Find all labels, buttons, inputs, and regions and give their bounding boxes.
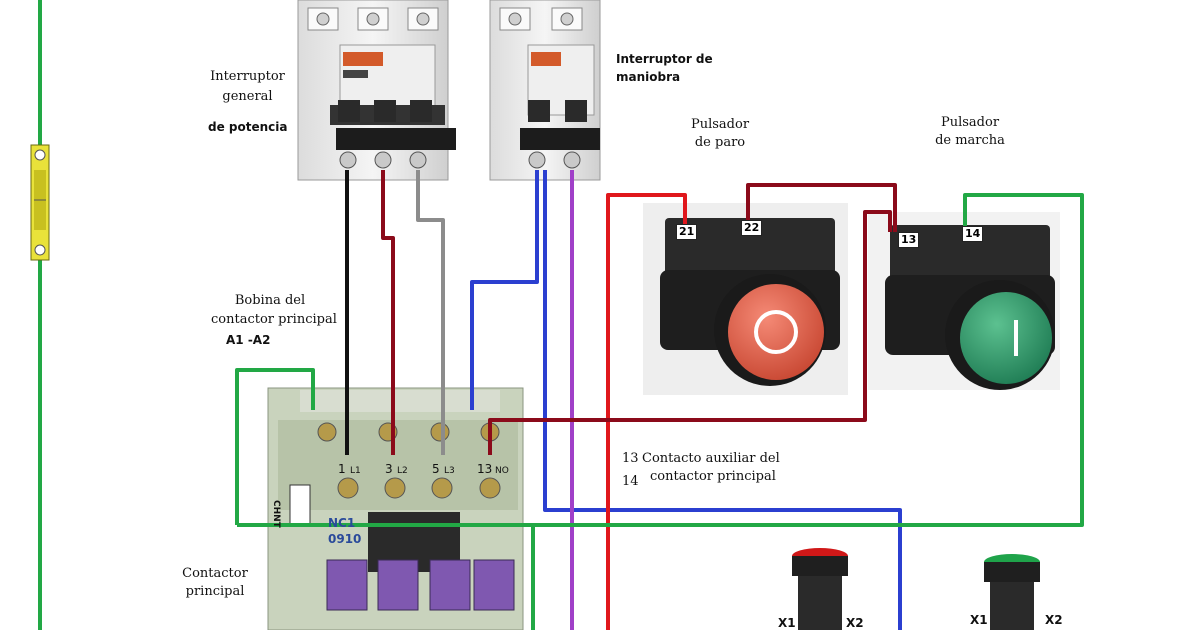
main-breaker bbox=[297, 0, 456, 181]
wire-gray-l3 bbox=[416, 170, 445, 455]
wire-darkred-aux bbox=[488, 210, 892, 455]
main-contactor bbox=[267, 387, 524, 630]
green-light-x1: X1 bbox=[970, 613, 988, 627]
red-pilot-light bbox=[792, 548, 848, 630]
label-main-breaker-line3: de potencia bbox=[208, 120, 288, 134]
label-contactor-line1: Contactor bbox=[182, 566, 248, 581]
label-coil-line3: A1 -A2 bbox=[226, 333, 271, 347]
contactor-terminal-l3: L3 bbox=[444, 466, 455, 476]
control-breaker bbox=[489, 0, 601, 181]
terminal-block bbox=[30, 144, 50, 261]
label-control-breaker-line1: Interruptor de bbox=[616, 52, 713, 66]
red-light-x2: X2 bbox=[846, 616, 864, 630]
green-pilot-light bbox=[984, 554, 1040, 630]
contactor-terminal-13: 13 bbox=[477, 462, 493, 476]
contactor-model: NC1 bbox=[328, 516, 356, 530]
label-stop-line1: Pulsador bbox=[690, 117, 750, 132]
label-contactor-line2: principal bbox=[185, 584, 245, 599]
label-stop-line2: de paro bbox=[694, 135, 746, 150]
wire-red-stop bbox=[606, 193, 687, 630]
red-light-x1: X1 bbox=[778, 616, 796, 630]
terminal-21: 21 bbox=[676, 224, 698, 240]
green-light-x2: X2 bbox=[1045, 613, 1063, 627]
label-start-line1: Pulsador bbox=[940, 115, 1000, 130]
wire-darkred-bridge bbox=[746, 183, 897, 232]
contactor-brand: CHNT bbox=[271, 500, 281, 528]
label-aux-num-14: 14 bbox=[622, 474, 639, 489]
label-aux-num-13: 13 bbox=[622, 451, 639, 466]
wire-green-bottom bbox=[237, 193, 1084, 527]
label-aux-line2: contactor principal bbox=[650, 469, 776, 484]
contactor-terminal-l1: L1 bbox=[350, 466, 361, 476]
contactor-terminal-3: 3 bbox=[385, 462, 393, 476]
wires bbox=[235, 170, 1084, 630]
label-main-breaker-line1: Interruptor bbox=[210, 69, 285, 84]
label-aux-line1: Contacto auxiliar del bbox=[642, 451, 780, 466]
wire-blue-light bbox=[543, 170, 902, 630]
contactor-terminal-1: 1 bbox=[338, 462, 346, 476]
label-control-breaker-line2: maniobra bbox=[616, 70, 681, 84]
wire-blue-coil bbox=[470, 170, 539, 410]
terminal-14: 14 bbox=[962, 226, 984, 242]
contactor-terminal-5: 5 bbox=[432, 462, 440, 476]
terminal-22: 22 bbox=[741, 220, 763, 236]
label-start-line2: de marcha bbox=[935, 133, 1005, 148]
wire-darkred-l2 bbox=[381, 170, 395, 455]
label-main-breaker-line2: general bbox=[222, 89, 273, 104]
label-coil-line1: Bobina del bbox=[234, 293, 306, 308]
contactor-terminal-no: NO bbox=[495, 466, 509, 476]
contactor-terminal-l2: L2 bbox=[397, 466, 408, 476]
terminal-13: 13 bbox=[898, 232, 920, 248]
label-coil-line2: contactor principal bbox=[211, 312, 337, 327]
wire-green-loop bbox=[235, 368, 315, 525]
contactor-code: 0910 bbox=[328, 532, 362, 546]
